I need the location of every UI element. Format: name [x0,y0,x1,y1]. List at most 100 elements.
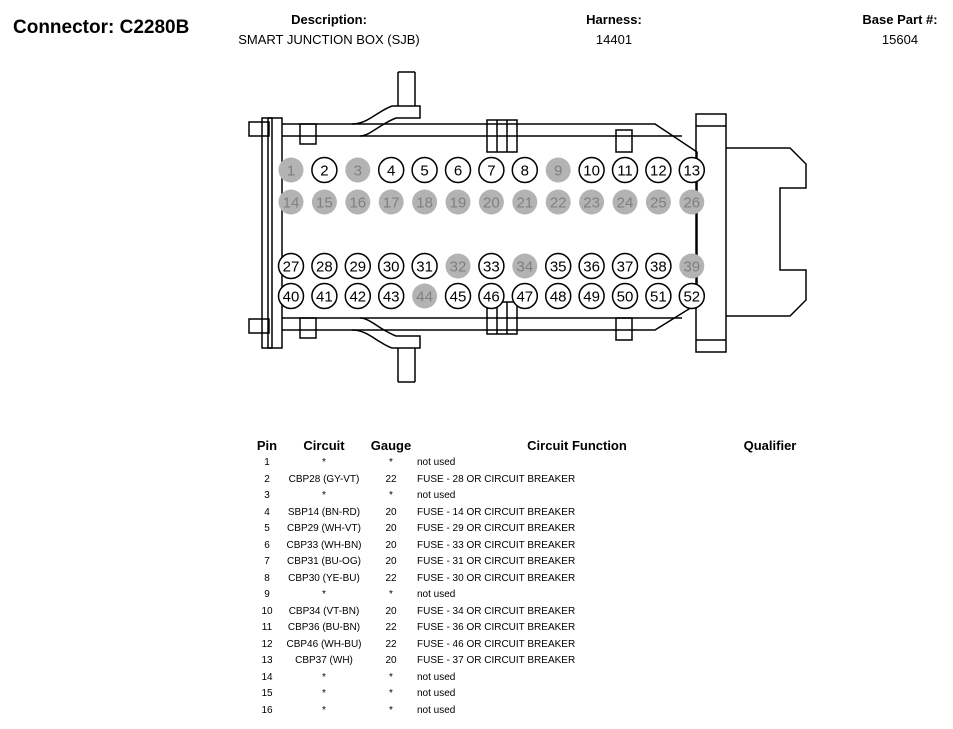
pin-circle [645,282,672,310]
pin-label: 37 [617,259,634,276]
pin-13: 13 [678,156,706,184]
pin-label: 11 [617,163,633,180]
pin-circle [611,282,639,310]
pin-circle [377,156,405,184]
col-header-gauge: Gauge [370,438,412,453]
gauge-cell: * [389,671,393,683]
pin-circle [411,252,438,280]
function-cell: not used [417,457,456,468]
pin-circle [578,282,605,310]
pin-circle [412,283,438,309]
left-rail [261,117,273,349]
pin-cell: 9 [264,589,270,600]
pin-circle [578,252,605,280]
pin-label: 10 [583,163,600,180]
bottom-left-notch [299,317,317,339]
pin-39: 39 [679,253,705,279]
gauge-cell: 20 [385,655,397,666]
pin-43: 43 [377,282,405,310]
pin-label: 26 [683,195,700,212]
pin-51: 51 [645,282,672,310]
gauge-cell: * [389,490,393,501]
col-header-function: Circuit Function [527,438,627,453]
pin-circle [512,189,538,215]
pin-label: 31 [416,259,433,276]
circuit-cell: CBP36 (BU-BN) [287,622,361,633]
pin-circle [645,252,672,280]
connector-housing [248,71,807,383]
pin-circle [678,156,706,184]
pin-47: 47 [511,282,539,310]
pin-31: 31 [411,252,438,280]
pin-label: 47 [516,289,533,306]
pin-cell: 11 [261,622,273,633]
gauge-cell: 22 [385,622,397,633]
pin-cell: 12 [261,638,273,650]
pin-circle [511,282,539,310]
pin-label: 25 [650,195,667,212]
pin-19: 19 [445,189,471,215]
circuit-cell: SBP14 (BN-RD) [287,506,361,518]
col-header-pin: Pin [256,438,278,453]
pin-17: 17 [378,189,404,215]
pin-9: 9 [545,157,571,183]
function-cell: FUSE - 30 OR CIRCUIT BREAKER [417,572,576,584]
pin-circle [645,189,671,215]
gauge-cell: 20 [385,523,397,534]
pin-38: 38 [645,252,672,280]
pin-41: 41 [311,282,338,310]
pin-26: 26 [679,189,705,215]
gauge-cell: * [389,688,393,699]
pin-25: 25 [645,189,671,215]
pin-circle [445,189,471,215]
pin-16: 16 [345,189,371,215]
pin-4: 4 [377,156,405,184]
pin-45: 45 [444,282,472,310]
circuit-cell: * [322,688,326,699]
function-cell: FUSE - 33 OR CIRCUIT BREAKER [417,539,576,551]
pin-cell: 6 [264,539,270,551]
pin-cell: 16 [261,704,273,716]
pin-label: 30 [383,259,400,276]
pin-circle [678,282,706,310]
pin-circle [611,156,639,184]
top-lever-curve [351,105,393,125]
pin-circle [612,189,638,215]
pin-circle [478,252,505,280]
pin-8: 8 [511,156,539,184]
pin-11: 11 [611,156,639,184]
pin-circle [377,282,405,310]
pin-label: 46 [483,289,500,306]
function-cell: FUSE - 34 OR CIRCUIT BREAKER [417,605,576,617]
pin-label: 5 [420,163,428,180]
pin-label: 34 [516,259,533,276]
pin-circle [344,252,372,280]
description-value: SMART JUNCTION BOX (SJB) [238,32,420,47]
pin-cell: 5 [264,523,270,534]
col-header-qualifier: Qualifier [743,438,797,453]
circuit-cell: CBP33 (WH-BN) [286,539,362,551]
pin-circle [311,189,337,215]
pin-29: 29 [344,252,372,280]
pin-3: 3 [345,157,371,183]
pin-label: 12 [650,163,667,180]
pin-label: 52 [683,289,700,306]
function-cell: FUSE - 14 OR CIRCUIT BREAKER [417,506,576,518]
main-body-outline [282,123,698,331]
pin-label: 9 [554,163,562,180]
gauge-cell: 20 [385,556,397,567]
function-cell: not used [417,688,456,699]
pin-cell: 4 [264,506,270,518]
pin-34: 34 [512,253,538,279]
pin-18: 18 [412,189,438,215]
function-cell: FUSE - 37 OR CIRCUIT BREAKER [417,655,576,666]
pin-label: 43 [383,289,400,306]
pin-label: 15 [316,195,333,212]
pin-label: 8 [521,163,529,180]
pin-30: 30 [377,252,405,280]
pin-label: 17 [383,195,400,212]
pin-circle [578,156,605,184]
pin-5: 5 [411,156,438,184]
circuit-cell: CBP31 (BU-OG) [287,556,361,567]
pin-circle [277,282,305,310]
